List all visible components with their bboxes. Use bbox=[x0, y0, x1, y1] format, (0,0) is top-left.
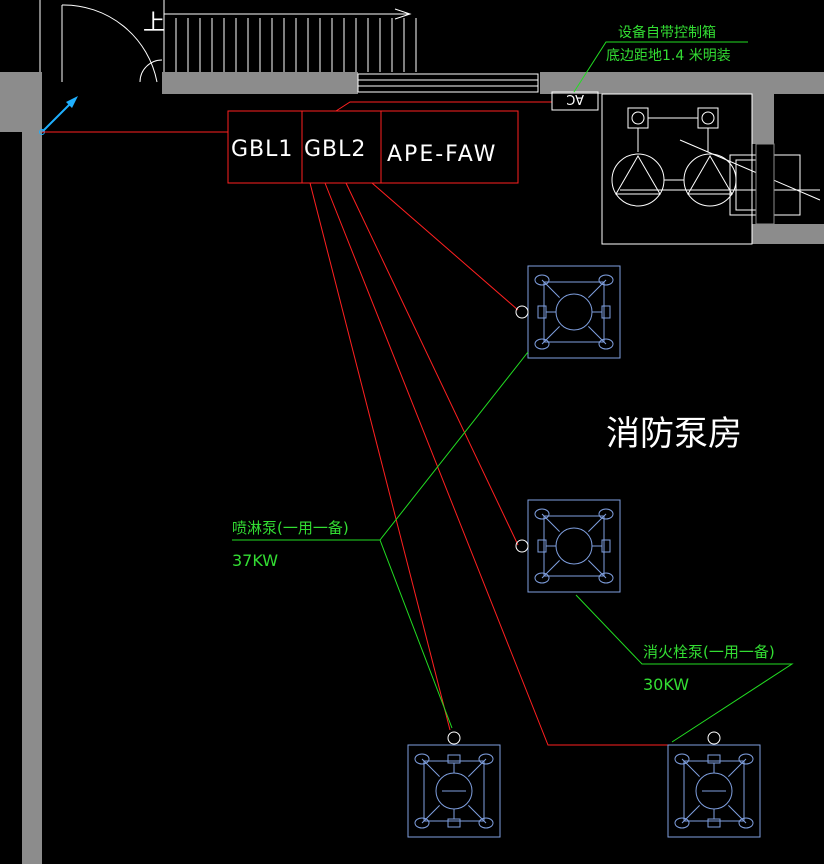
control-box: AC 设备自带控制箱 底边距地1.4 米明装 bbox=[551, 24, 748, 111]
circuit-lines bbox=[42, 101, 668, 746]
wall-right-lower bbox=[752, 224, 824, 244]
wall-top-right bbox=[540, 72, 824, 94]
door bbox=[61, 4, 163, 83]
panel-box bbox=[227, 110, 519, 184]
panel-gbl2-label: GBL2 bbox=[304, 137, 366, 162]
hydrant-pump-power: 30KW bbox=[643, 675, 689, 694]
wall-right-stub bbox=[802, 72, 824, 94]
wall-top-segment bbox=[162, 72, 358, 94]
panel-gbl1-label: GBL1 bbox=[231, 137, 293, 162]
room-name: 消防泵房 bbox=[606, 414, 742, 454]
leader-lines bbox=[232, 351, 794, 743]
panel-apefaw-label: APE-FAW bbox=[387, 142, 497, 167]
walls bbox=[0, 72, 824, 864]
pump-sprinkler-2 bbox=[515, 499, 621, 593]
pump-hydrant-1 bbox=[667, 731, 761, 838]
control-box-note-2: 底边距地1.4 米明装 bbox=[606, 48, 731, 64]
stair-up-label: 上 bbox=[143, 11, 165, 36]
equipment-tank bbox=[601, 93, 821, 245]
distribution-panels: GBL1 GBL2 APE-FAW bbox=[227, 110, 519, 184]
stair: 上 bbox=[39, 0, 539, 93]
pump-sprinkler-3 bbox=[407, 731, 501, 838]
wall-right-column bbox=[752, 72, 774, 144]
sprinkler-pump-label: 喷淋泵(一用一备) bbox=[232, 519, 349, 537]
wall-left bbox=[22, 72, 42, 864]
control-box-note-1: 设备自带控制箱 bbox=[618, 24, 716, 41]
hydrant-pump-label: 消火栓泵(一用一备) bbox=[643, 643, 775, 661]
pumps bbox=[407, 265, 761, 838]
wall-switch bbox=[39, 96, 78, 135]
control-box-tag: AC bbox=[566, 91, 584, 106]
pump-sprinkler-1 bbox=[515, 265, 621, 359]
sprinkler-pump-power: 37KW bbox=[232, 551, 278, 570]
